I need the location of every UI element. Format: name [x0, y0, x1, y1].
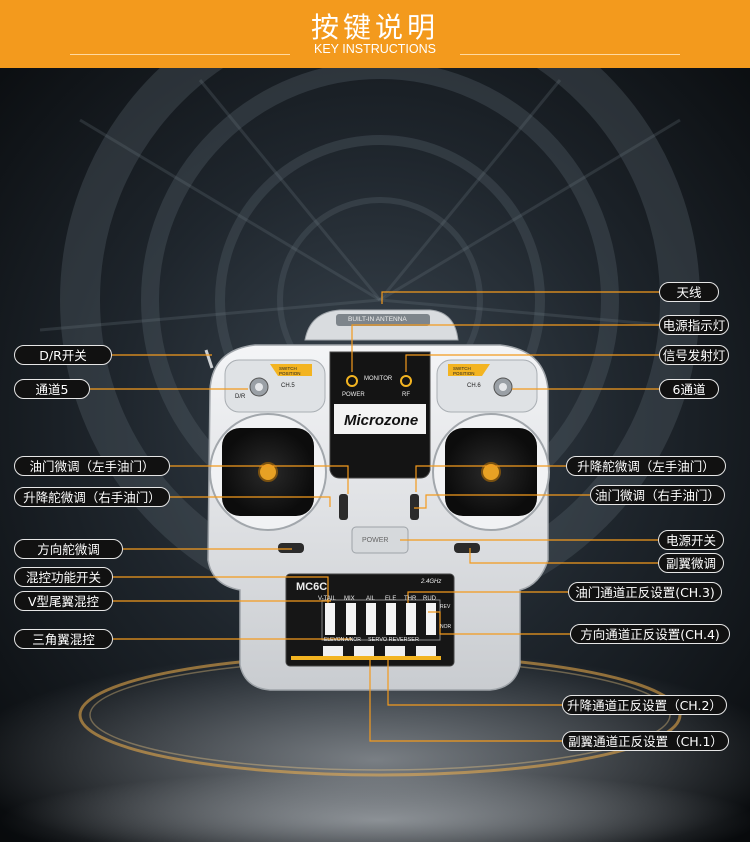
callout-mix-switch: 混控功能开关 — [14, 567, 113, 587]
callout-power-switch: 电源开关 — [658, 530, 724, 550]
callout-throttle-trim-right: 油门微调（右手油门） — [590, 485, 725, 505]
callout-dr-switch: D/R开关 — [14, 345, 112, 365]
channel-label-6: RUD — [423, 596, 436, 602]
callout-channel-6: 6通道 — [659, 379, 719, 399]
brand-logo: Microzone — [344, 412, 419, 429]
callout-aileron-trim: 副翼微调 — [658, 553, 724, 573]
rf-led-label: RF — [402, 392, 410, 398]
ch5-label: CH.5 — [281, 383, 295, 389]
channel-label-4: ELE — [385, 596, 397, 602]
model-label: MC6C — [296, 581, 328, 593]
page-title: 按键说明 — [310, 11, 439, 44]
callout-signal-light: 信号发射灯 — [659, 345, 729, 365]
callout-channel-5: 通道5 — [14, 379, 90, 399]
callout-elevator-trim-right: 升降舵微调（右手油门） — [14, 487, 170, 507]
switch-position-left: SWITCH POSITION — [279, 366, 301, 376]
callout-ch4-reverse: 方向通道正反设置(CH.4) — [570, 624, 730, 644]
channel-label-2: MIX — [344, 596, 355, 602]
ch6-label: CH.6 — [467, 383, 481, 389]
header-bar — [0, 0, 750, 68]
antenna-label: BUILT-IN ANTENNA — [348, 316, 407, 323]
callout-elevator-trim-left: 升降舵微调（左手油门） — [566, 456, 726, 476]
channel-label-5: THR — [404, 596, 417, 602]
band-label: 2.4GHz — [421, 579, 442, 585]
switch-position-right: SWITCH POSITION — [453, 366, 475, 376]
channel-label-3: AIL — [366, 596, 376, 602]
elevon-label: ELEVON — [324, 637, 345, 643]
rev-label: REV — [440, 604, 451, 610]
callout-ch3-reverse: 油门通道正反设置(CH.3) — [568, 582, 722, 602]
header-rule-right — [460, 54, 680, 55]
monitor-label: MONITOR — [364, 376, 393, 382]
callout-power-indicator: 电源指示灯 — [659, 315, 729, 335]
header-rule-left — [70, 54, 290, 55]
callout-rudder-trim: 方向舵微调 — [14, 539, 123, 559]
anor-label: A/NOR — [345, 637, 361, 643]
power-switch-label: POWER — [362, 537, 389, 544]
callout-antenna: 天线 — [659, 282, 719, 302]
power-led-label: POWER — [342, 392, 365, 398]
nor-label: NOR — [440, 624, 452, 630]
servo-reverser-label: SERVO REVERSER — [368, 637, 419, 643]
channel-label-1: V-TAIL — [318, 596, 336, 602]
callout-ch2-reverse: 升降通道正反设置（CH.2） — [562, 695, 727, 715]
callout-throttle-trim-left: 油门微调（左手油门） — [14, 456, 170, 476]
dr-label: D/R — [235, 394, 246, 400]
page-subtitle: KEY INSTRUCTIONS — [313, 42, 436, 56]
callout-vtail-mix: V型尾翼混控 — [14, 591, 113, 611]
callout-ch1-reverse: 副翼通道正反设置（CH.1） — [562, 731, 729, 751]
callout-delta-mix: 三角翼混控 — [14, 629, 113, 649]
